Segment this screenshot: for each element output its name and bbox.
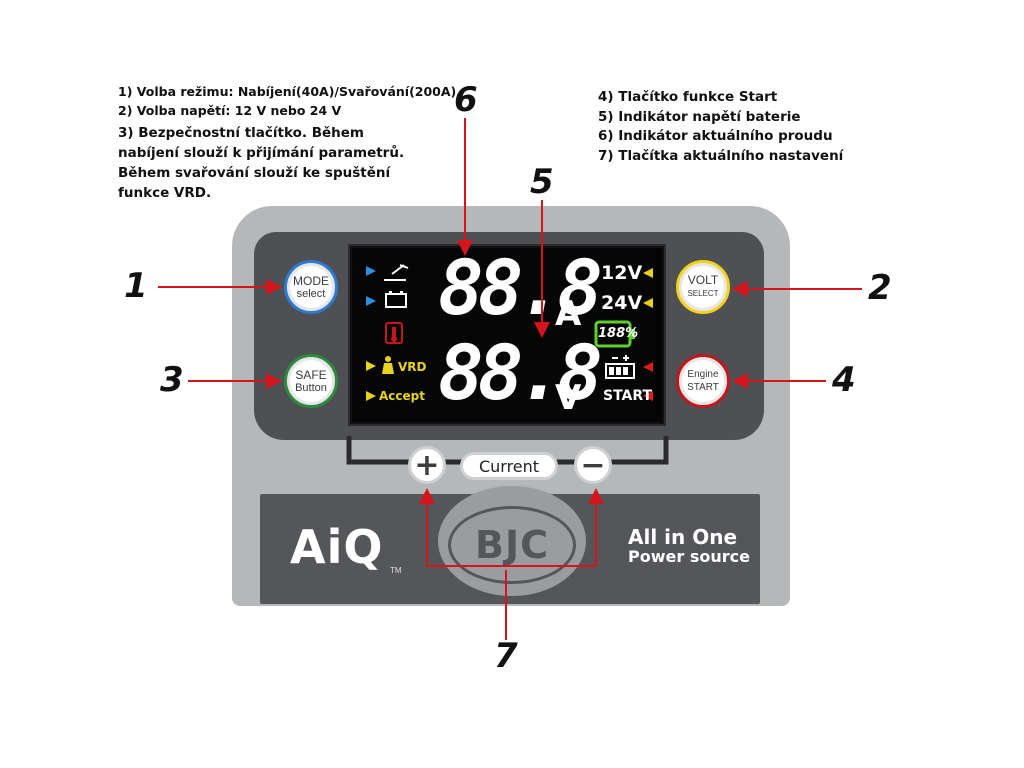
callout-4: 4 xyxy=(832,360,856,400)
vrd-arrow-icon xyxy=(366,361,376,371)
volt-label-bottom: SELECT xyxy=(687,289,719,298)
accept-indicator: Accept xyxy=(379,389,425,403)
engine-label-bottom: START xyxy=(687,382,719,393)
legend-item-7: 7) Tlačítka aktuálního nastavení xyxy=(598,147,844,164)
legend-right: 4) Tlačítko funkce Start 5) Indikátor na… xyxy=(598,88,843,166)
volt-label-top: VOLT xyxy=(687,273,719,287)
bjc-logo: BJC xyxy=(475,523,549,567)
callout-1: 1 xyxy=(124,266,148,306)
bjc-oval: BJC xyxy=(448,506,576,584)
accept-arrow-icon xyxy=(366,391,376,401)
safe-label-top: SAFE xyxy=(295,367,327,382)
amps-readout: 88.8 xyxy=(438,243,603,332)
callout-7: 7 xyxy=(494,636,518,676)
legend-item-4: 4) Tlačítko funkce Start xyxy=(598,89,778,105)
current-minus-button[interactable]: − xyxy=(574,446,612,484)
24v-indicator: 24V xyxy=(601,292,643,314)
legend-item-5: 5) Indikátor napětí baterie xyxy=(598,108,801,125)
vrd-person-icon xyxy=(382,356,394,374)
24v-arrow-icon xyxy=(643,298,653,308)
volts-unit: V xyxy=(555,378,582,418)
engine-label-top: Engine xyxy=(687,369,719,380)
welding-icon xyxy=(384,264,409,281)
amps-unit: A xyxy=(555,294,582,334)
current-label: Current xyxy=(460,452,558,480)
callout-3: 3 xyxy=(160,360,184,400)
vrd-indicator: VRD xyxy=(398,360,427,374)
battery-readout: 188% xyxy=(598,326,639,341)
legend-item-6: 6) Indikátor aktuálního proudu xyxy=(598,128,833,144)
legend-item-2: 2) Volba napětí: 12 V nebo 24 V xyxy=(118,103,342,118)
legend-item-3: 3) Bezpečnostní tlačítko. Během nabíjení… xyxy=(118,125,405,201)
all-in-one-line1: All in One xyxy=(628,525,738,549)
callout-2: 2 xyxy=(868,268,892,308)
mode-charge-arrow-icon xyxy=(366,296,376,306)
start-arrow-icon xyxy=(643,391,653,401)
aiq-logo: AiQ xyxy=(290,520,384,574)
trademark: TM xyxy=(390,566,402,575)
12v-arrow-icon xyxy=(643,268,653,278)
all-in-one-text: All in One Power source xyxy=(628,526,750,566)
battery-level-icon xyxy=(594,320,635,348)
12v-indicator: 12V xyxy=(601,262,643,284)
mode-weld-arrow-icon xyxy=(366,266,376,276)
all-in-one-line2: Power source xyxy=(628,547,750,566)
battery-segments-icon xyxy=(605,355,635,379)
callout-6: 6 xyxy=(454,80,478,120)
start-indicator: START xyxy=(603,388,653,404)
callout-5: 5 xyxy=(530,162,554,202)
volt-select-button[interactable]: VOLT SELECT xyxy=(676,260,730,314)
current-plus-button[interactable]: + xyxy=(408,446,446,484)
safe-label-bottom: Button xyxy=(295,381,327,394)
legend-item-1: 1) Volba režimu: Nabíjení(40A)/Svařování… xyxy=(118,84,457,99)
battery-small-icon xyxy=(385,291,407,308)
legend-left: 1) Volba režimu: Nabíjení(40A)/Svařování… xyxy=(118,84,457,203)
lcd-inner xyxy=(352,248,662,422)
battery-voltage-arrow-icon xyxy=(643,362,653,372)
volts-readout: 88.8 xyxy=(438,328,603,417)
mode-label-bottom: select xyxy=(296,287,326,300)
mode-label-top: MODE xyxy=(293,273,329,288)
thermometer-icon xyxy=(385,322,403,344)
